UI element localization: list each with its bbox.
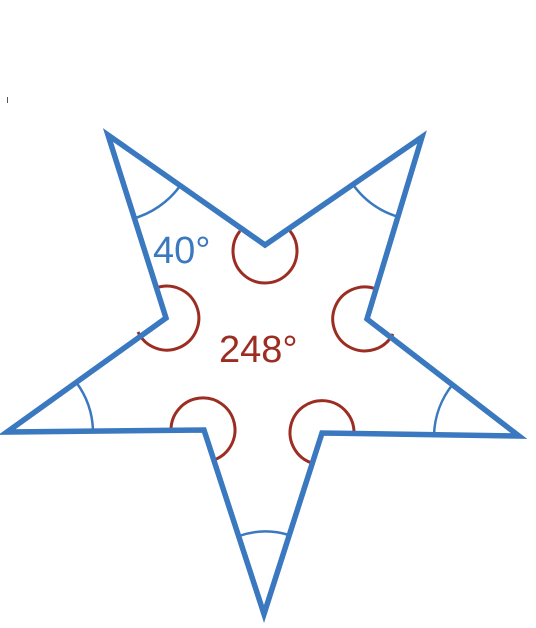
reflex-arc-top [231,230,299,285]
tip-arc-top-left [131,185,182,221]
tip-angle-label: 40° [153,230,210,272]
tip-arc-top-right [353,185,400,219]
reflex-angle-label: 248° [219,329,298,371]
reflex-arc-lower-right [288,399,356,465]
reflex-arc-lower-left [169,396,237,462]
star-outline [0,128,528,623]
reflex-arc-left [136,284,201,352]
tip-arc-left [74,381,95,432]
reflex-arc-right [331,285,395,353]
tip-arc-bottom [238,530,290,538]
tip-arc-right [432,383,454,436]
reflex-angle-arcs [136,230,395,465]
